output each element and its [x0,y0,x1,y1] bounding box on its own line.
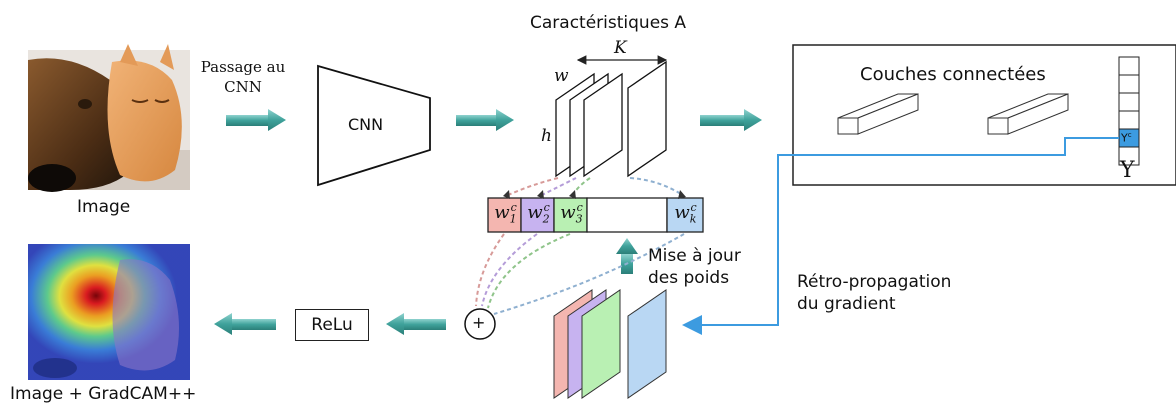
backprop-label-line2: du gradient [797,294,896,314]
input-image [28,44,190,192]
update-label-line2: des poids [648,268,730,288]
weight-to-sum-arrows [475,233,685,315]
output-caption: Image + GradCAM++ [10,384,197,404]
arrow-image-to-cnn [226,109,286,131]
weight-box-3 [553,197,588,233]
weight-label-2: w2c [527,201,550,226]
fc-label: Couches connectées [860,64,1046,85]
sum-node [464,308,496,340]
weights-vector [487,197,704,233]
arrow-update-weights [616,238,638,274]
weight-box-5 [666,197,704,233]
pass-label-line1: Passage au [200,58,286,76]
relu-label: ReLu [311,315,353,335]
weight-box-2 [520,197,555,233]
class-score-sup: c [1127,131,1132,139]
sum-symbol: + [472,313,486,332]
gradient-map-3 [581,289,621,399]
dim-k-label: K [614,38,627,58]
gradient-maps [553,289,667,399]
fc-layer-1 [837,93,919,135]
arrow-cnn-to-features [456,109,514,131]
output-vector [1118,56,1140,166]
cnn-block [317,64,431,187]
weight-box-1 [487,197,522,233]
output-vector-label: Y [1120,158,1135,183]
dashed-arrowheads [503,190,686,199]
arrow-features-to-fc [700,109,762,131]
feature-to-weight-arrows [505,177,685,197]
backprop-label-line1: Rétro-propagation [797,272,952,292]
gradient-map-4 [627,289,667,399]
weight-label-1: w1c [494,201,517,226]
backprop-path [682,137,1119,335]
class-score-label: Yc [1121,131,1132,145]
weight-label-k: wkc [674,201,697,226]
dim-w-label: w [554,66,569,86]
input-caption: Image [77,197,131,217]
class-score-base: Y [1121,131,1128,145]
cnn-label: CNN [348,115,384,134]
arrow-relu-to-output [214,313,276,335]
fc-layer-2 [987,93,1069,135]
features-title: Caractéristiques A [530,13,687,33]
gradcam-image [28,244,190,380]
weight-box-4 [586,197,668,233]
relu-block: ReLu [295,309,369,341]
weight-label-3: w3c [560,201,583,226]
pass-label-line2: CNN [224,78,262,96]
dim-h-label: h [541,126,552,146]
feature-maps [555,60,667,178]
arrow-sum-to-relu [386,313,446,335]
update-label-line1: Mise à jour [648,246,741,266]
